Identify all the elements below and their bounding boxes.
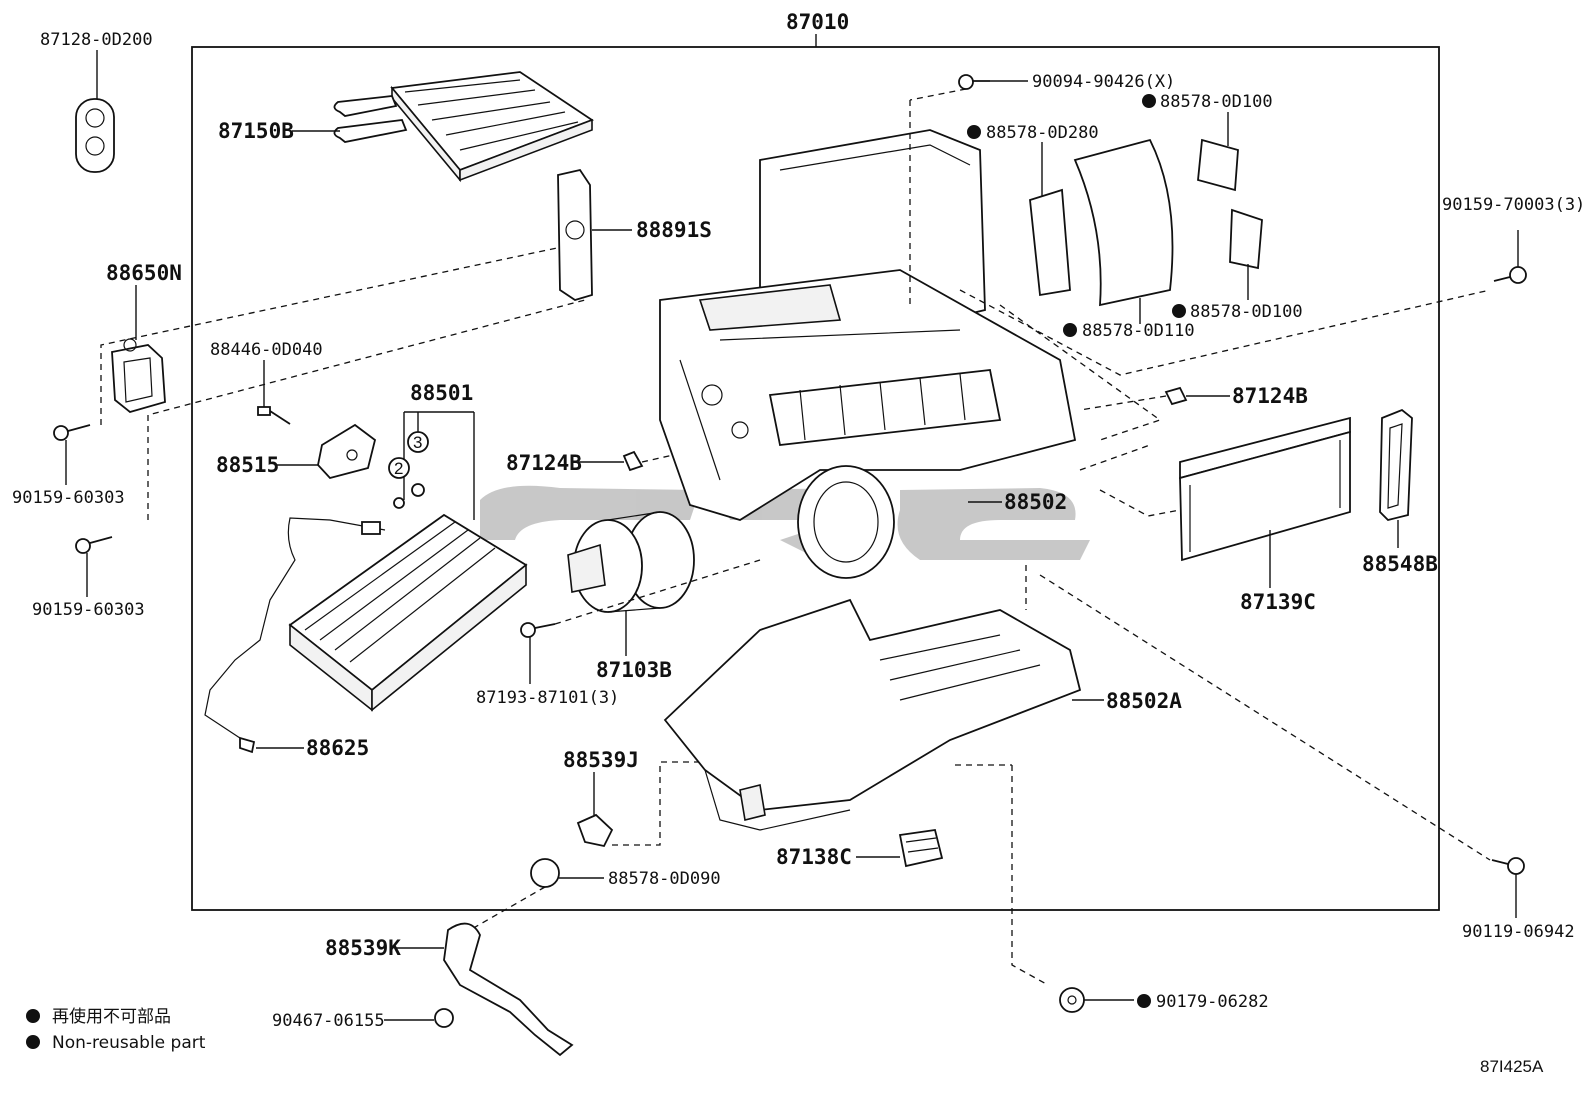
screw-90159-60303-b <box>75 536 113 597</box>
label-88891s: 88891S <box>636 218 712 242</box>
filter-cover-88548b <box>1379 408 1413 548</box>
sensor-88515 <box>276 423 377 480</box>
legend-dot-en <box>26 1035 40 1049</box>
drain-hose-88539k <box>396 922 574 1057</box>
svg-text:3: 3 <box>413 433 422 452</box>
bracket-88891s <box>557 168 632 301</box>
label-88578-0d110: 88578-0D110 <box>1082 321 1195 341</box>
label-88501: 88501 <box>410 381 473 405</box>
label-88578-0d100-top: 88578-0D100 <box>1160 92 1273 112</box>
pad-88578-0d280 <box>967 125 1071 297</box>
label-88539k: 88539K <box>325 936 401 960</box>
pad-88578-0d110 <box>1063 138 1174 337</box>
label-88515: 88515 <box>216 453 279 477</box>
label-88625: 88625 <box>306 736 369 760</box>
heater-core-87150b <box>292 71 594 183</box>
reference-code: 87I425A <box>1480 1057 1544 1076</box>
legend: 再使用不可部品 Non-reusable part <box>26 1006 206 1053</box>
svg-text:2: 2 <box>394 459 403 478</box>
screw-90119-06942 <box>1491 857 1525 918</box>
callout-3: 3 <box>407 412 429 497</box>
nut-90179-06282 <box>1059 987 1151 1013</box>
legend-japanese: 再使用不可部品 <box>52 1006 171 1027</box>
label-90159-70003: 90159-70003(3) <box>1442 195 1585 215</box>
screw-88446-0d040 <box>257 360 291 425</box>
screw-87193-87101 <box>520 622 556 684</box>
callout-2: 2 <box>388 457 410 509</box>
clip-87124b-right <box>1164 386 1230 406</box>
screw-90094-90426 <box>958 74 1028 90</box>
clip-87124b-left <box>578 450 644 472</box>
label-90179-06282: 90179-06282 <box>1156 992 1269 1012</box>
label-87139c: 87139C <box>1240 590 1316 614</box>
label-88502a: 88502A <box>1106 689 1182 713</box>
connector-87138c <box>856 828 944 868</box>
label-90467-06155: 90467-06155 <box>272 1011 385 1031</box>
label-87150b: 87150B <box>218 119 294 143</box>
grommet-87128 <box>75 50 115 173</box>
label-87138c: 87138C <box>776 845 852 869</box>
label-87124b-left: 87124B <box>506 451 582 475</box>
blower-motor-87103b <box>567 511 695 656</box>
label-87193-87101: 87193-87101(3) <box>476 688 619 708</box>
servo-88650n <box>111 285 166 413</box>
thermistor-88625 <box>204 517 386 754</box>
cabin-filter-87139c <box>1179 416 1351 588</box>
watermark-logo <box>480 485 1090 560</box>
label-87124b-right: 87124B <box>1232 384 1308 408</box>
assembly-number: 87010 <box>786 10 849 34</box>
screw-90159-60303-a <box>53 424 91 485</box>
label-90119-06942: 90119-06942 <box>1462 922 1575 942</box>
hvac-case-88502 <box>659 129 1077 579</box>
screw-90159-70003 <box>1493 230 1527 284</box>
label-87103b: 87103B <box>596 658 672 682</box>
label-87128-0d200: 87128-0D200 <box>40 30 153 50</box>
label-90159-60303-b: 90159-60303 <box>32 600 145 620</box>
label-88539j: 88539J <box>563 748 639 772</box>
label-90094-90426: 90094-90426(X) <box>1032 72 1175 92</box>
lower-case-88502a <box>663 598 1104 831</box>
label-88446-0d040: 88446-0D040 <box>210 340 323 360</box>
legend-english: Non-reusable part <box>52 1033 206 1053</box>
label-88650n: 88650N <box>106 261 182 285</box>
pad-88578-0d100-top <box>1142 94 1239 192</box>
clamp-88539j <box>576 772 614 848</box>
label-88578-0d280: 88578-0D280 <box>986 123 1099 143</box>
label-88548b: 88548B <box>1362 552 1438 576</box>
label-88502: 88502 <box>1004 490 1067 514</box>
clip-90467-06155 <box>384 1008 454 1028</box>
legend-dot-jp <box>26 1009 40 1023</box>
label-88578-0d100-bottom: 88578-0D100 <box>1190 302 1303 322</box>
seal-88578-0d090 <box>530 858 604 888</box>
label-90159-60303-a: 90159-60303 <box>12 488 125 508</box>
label-88578-0d090: 88578-0D090 <box>608 869 721 889</box>
pad-88578-0d100-bottom <box>1172 208 1263 318</box>
evaporator-88501 <box>288 411 528 712</box>
